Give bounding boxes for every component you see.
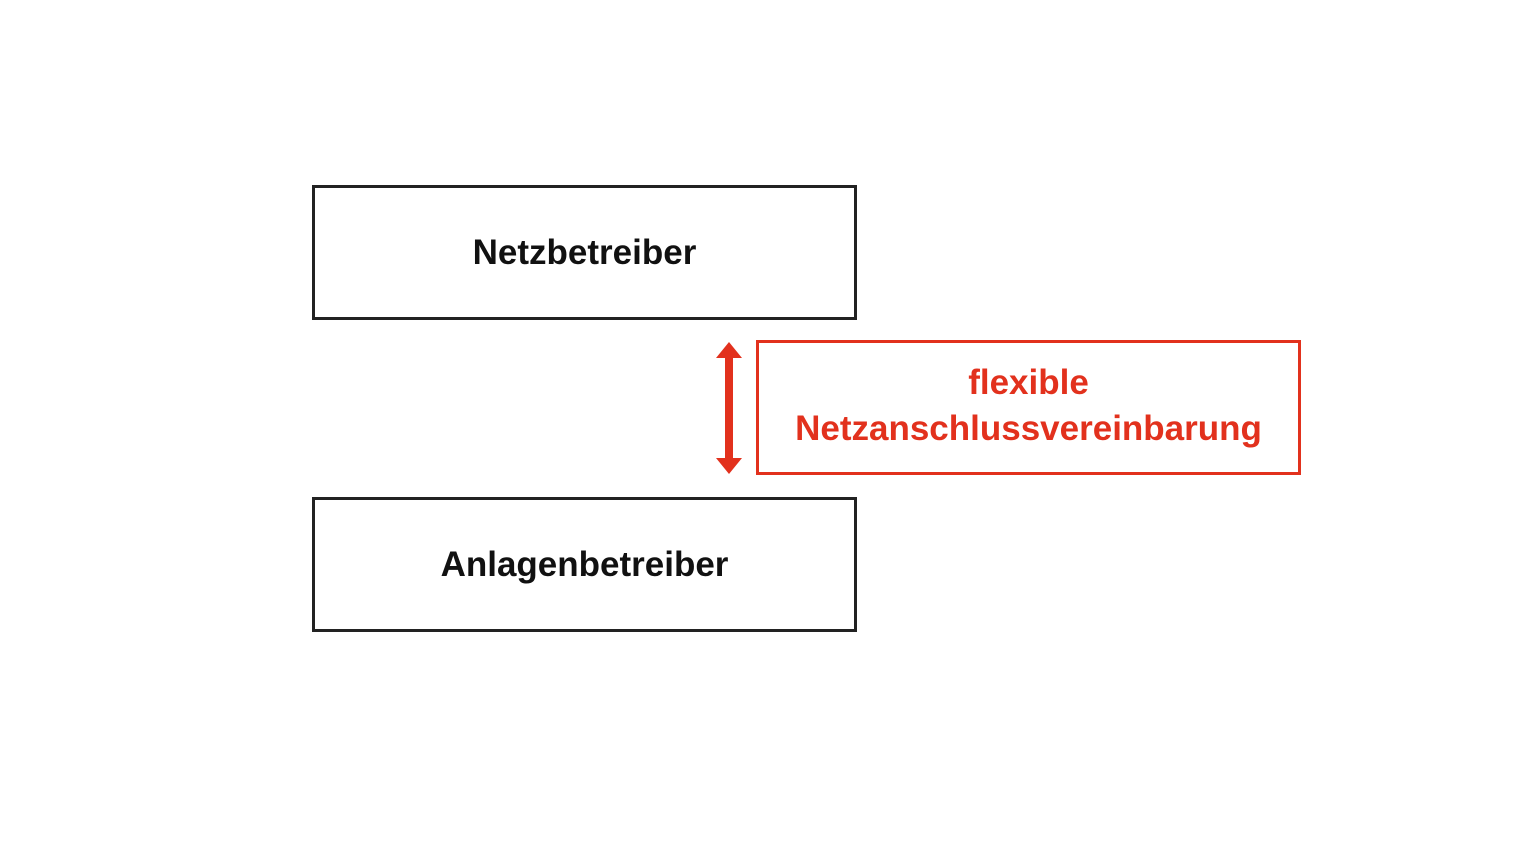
anlagenbetreiber-label: Anlagenbetreiber bbox=[440, 544, 729, 584]
agreement-box: flexible Netzanschlussvereinbarung bbox=[756, 340, 1301, 475]
netzbetreiber-label: Netzbetreiber bbox=[472, 232, 697, 272]
netzbetreiber-box: Netzbetreiber bbox=[312, 185, 857, 320]
double-arrow-icon bbox=[716, 342, 742, 474]
arrow-head-up bbox=[716, 342, 742, 358]
arrow-head-down bbox=[716, 458, 742, 474]
anlagenbetreiber-box: Anlagenbetreiber bbox=[312, 497, 857, 632]
arrow-shaft bbox=[725, 356, 733, 460]
agreement-label-line1: flexible bbox=[968, 362, 1089, 402]
agreement-label-line2: Netzanschlussvereinbarung bbox=[795, 408, 1262, 448]
